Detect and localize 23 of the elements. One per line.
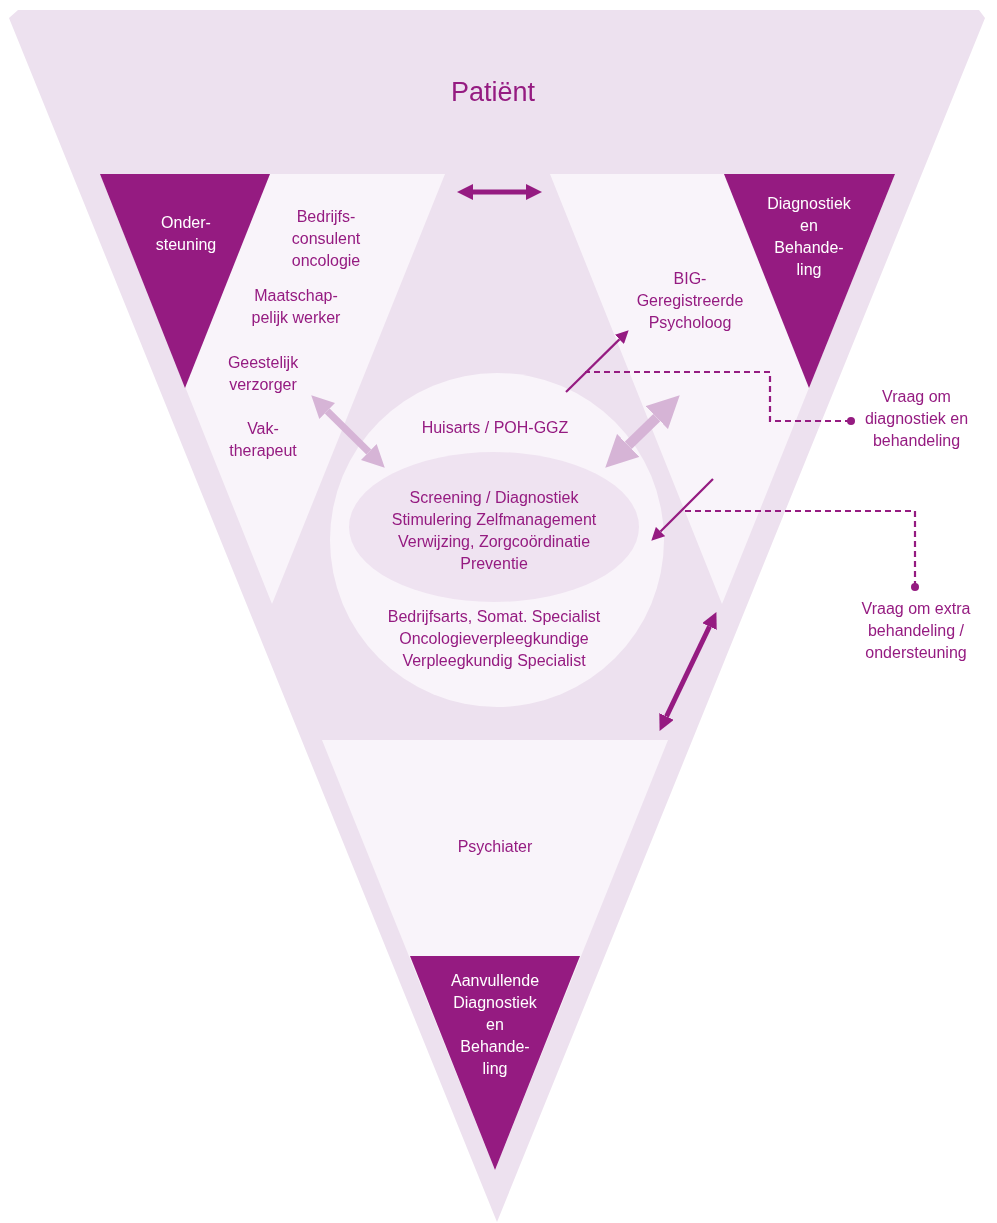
title-heading: Patiënt bbox=[450, 76, 536, 108]
category-label: Aanvullende Diagnostiek en Behande- ling bbox=[450, 971, 540, 1079]
role-label: Psychiater bbox=[457, 837, 533, 857]
category-label: Onder- steuning bbox=[155, 213, 217, 255]
role-label: Vak- therapeut bbox=[229, 419, 297, 461]
double-arrow bbox=[605, 395, 680, 468]
role-label: Huisarts / POH-GGZ bbox=[421, 418, 569, 438]
double-arrow bbox=[659, 612, 717, 731]
role-label: Screening / Diagnostiek Stimulering Zelfmanagement Verwijzing, Zorgcoördinatie Preventie bbox=[390, 488, 598, 574]
double-arrow bbox=[311, 395, 385, 468]
role-label: BIG- Geregistreerde Psycholoog bbox=[636, 269, 744, 333]
role-label: Geestelijk verzorger bbox=[227, 353, 299, 395]
callout-text: Vraag om diagnostiek en behandeling bbox=[854, 386, 979, 452]
role-label: Bedrijfsarts, Somat. Specialist Oncologieverpleegkundige Verpleegkundig Specialist bbox=[386, 607, 602, 671]
role-label: Maatschap- pelijk werker bbox=[250, 286, 342, 328]
arrow bbox=[565, 330, 629, 393]
leader-line bbox=[585, 370, 855, 425]
callout-text: Vraag om extra behandeling / ondersteuning bbox=[841, 598, 991, 664]
role-label: Bedrijfs- consulent oncologie bbox=[291, 207, 361, 271]
double-arrow bbox=[457, 184, 542, 200]
arrow bbox=[651, 478, 714, 541]
category-label: Diagnostiek en Behande- ling bbox=[767, 194, 851, 280]
leader-line bbox=[683, 509, 919, 591]
